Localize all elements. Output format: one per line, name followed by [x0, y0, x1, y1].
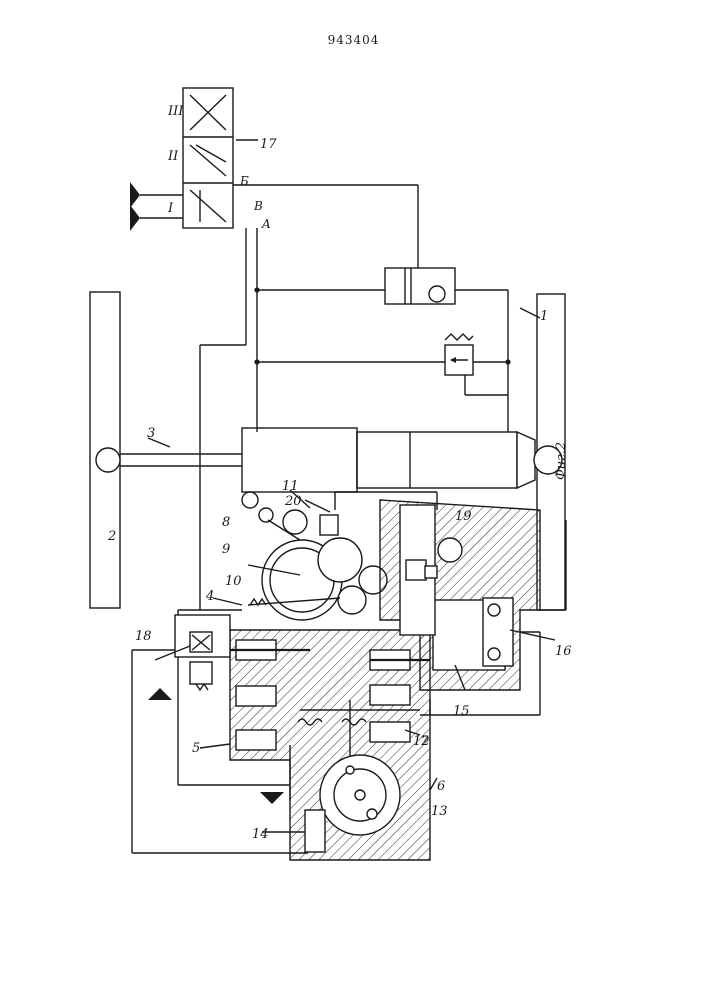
label-14: 14 [252, 827, 269, 842]
label-20: 20 [284, 494, 302, 509]
label-8: 8 [222, 515, 230, 530]
label-10: 10 [225, 574, 242, 589]
label-4: 4 [205, 589, 214, 604]
position-3: III [167, 104, 184, 119]
hydraulic-lock [385, 268, 455, 304]
gear-train [242, 492, 387, 620]
relief-valve [445, 334, 473, 375]
label-11: 11 [282, 479, 299, 494]
port-a: A [261, 217, 271, 231]
position-2: II [167, 149, 179, 164]
label-2: 2 [107, 529, 116, 544]
position-1: I [167, 201, 174, 216]
label-18: 18 [135, 629, 152, 644]
port-v: В [253, 199, 263, 213]
label-9: 9 [222, 542, 230, 557]
valve-housing-6 [230, 630, 430, 860]
label-16: 16 [555, 644, 572, 659]
pilot-valve-18 [175, 615, 230, 690]
hydraulic-cylinder-3 [96, 428, 562, 492]
label-15: 15 [453, 704, 470, 719]
directional-valve-17 [183, 88, 233, 228]
label-13: 13 [431, 804, 448, 819]
label-6: 6 [437, 779, 445, 794]
port-b: Б [239, 174, 249, 188]
label-1: 1 [540, 309, 548, 324]
label-12: 12 [413, 734, 430, 749]
label-3: 3 [147, 426, 155, 441]
figure-caption: Фиг.2 [554, 442, 569, 480]
label-19: 19 [455, 509, 472, 524]
label-17: 17 [260, 137, 277, 152]
label-5: 5 [192, 741, 200, 756]
